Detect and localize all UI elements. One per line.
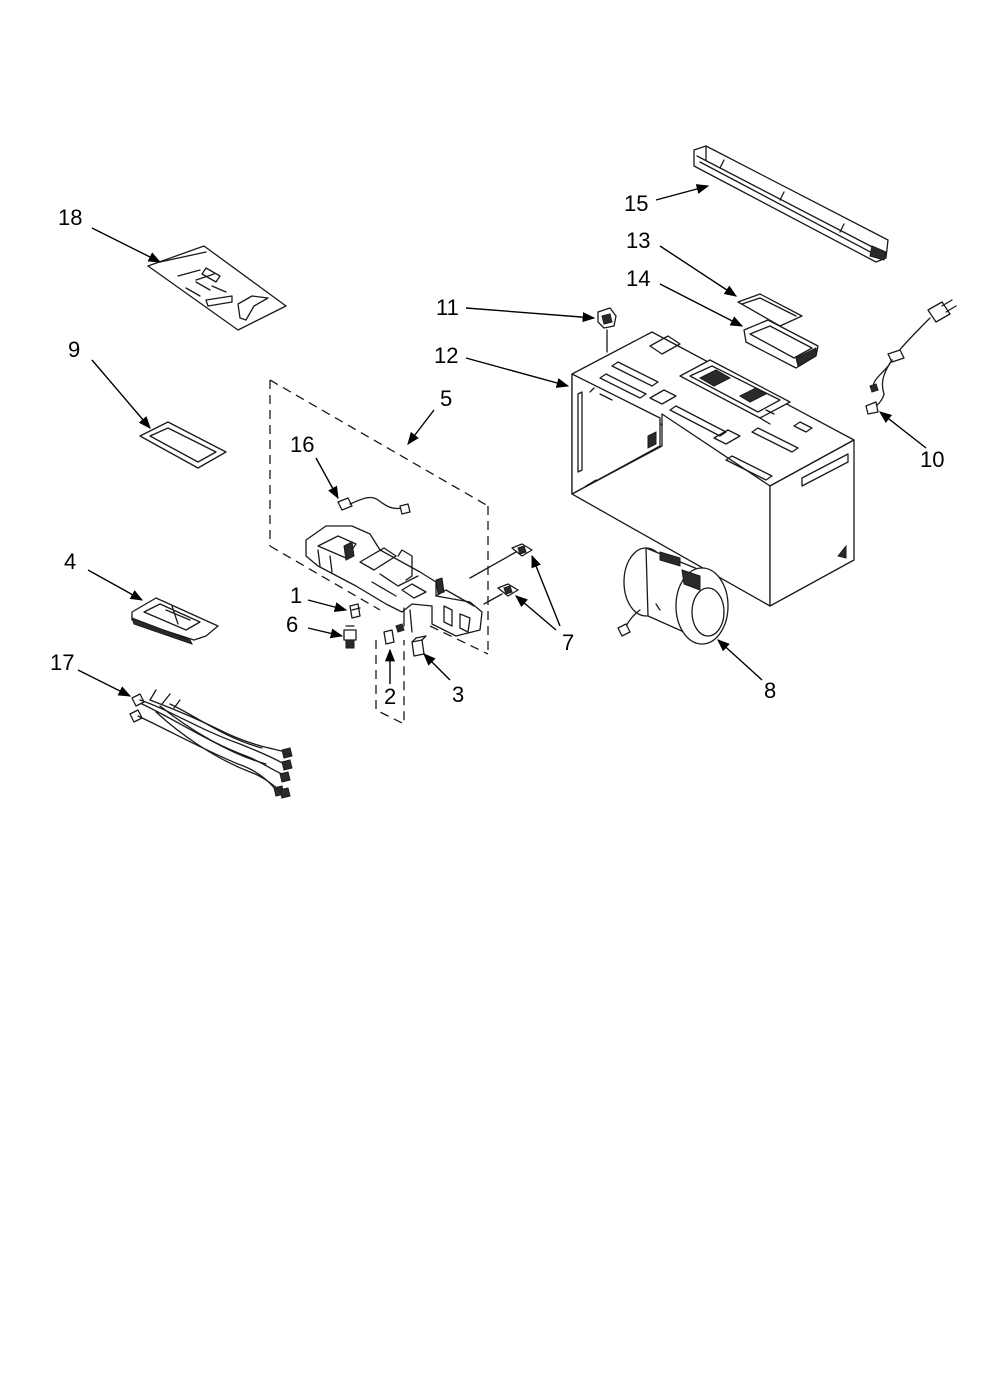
leader-17 bbox=[77, 669, 132, 697]
callout-7: 7 bbox=[562, 630, 575, 655]
callout-16: 16 bbox=[290, 432, 315, 457]
callout-10: 10 bbox=[920, 447, 945, 472]
part-15-top-rail bbox=[693, 145, 889, 263]
callout-11: 11 bbox=[436, 295, 459, 320]
part-8-blower-motor bbox=[617, 547, 729, 645]
leader-9 bbox=[91, 359, 151, 429]
leader-7a bbox=[531, 554, 561, 627]
leader-5 bbox=[407, 409, 435, 446]
leader-12 bbox=[465, 357, 570, 388]
callout-9: 9 bbox=[68, 337, 81, 362]
leader-arrows bbox=[77, 184, 927, 697]
callout-6: 6 bbox=[286, 612, 299, 637]
leader-15 bbox=[655, 184, 710, 201]
part-1-fuse bbox=[349, 603, 361, 619]
part-2-switch bbox=[383, 623, 405, 645]
leader-14 bbox=[659, 283, 744, 327]
leader-13 bbox=[659, 245, 738, 297]
leader-1 bbox=[307, 599, 348, 612]
leader-3 bbox=[423, 653, 451, 681]
callout-15: 15 bbox=[624, 191, 649, 216]
callout-13: 13 bbox=[626, 228, 651, 253]
callout-1: 1 bbox=[290, 583, 303, 608]
part-12-cabinet bbox=[571, 331, 855, 607]
part-3-relay bbox=[411, 635, 427, 657]
callout-2: 2 bbox=[384, 684, 397, 709]
part-18-hardware-bag bbox=[147, 245, 287, 331]
leader-4 bbox=[87, 569, 144, 601]
leader-11 bbox=[465, 307, 596, 323]
callout-18: 18 bbox=[58, 205, 83, 230]
leader-8 bbox=[717, 639, 763, 681]
leader-16 bbox=[315, 457, 339, 500]
part-6-thermostat bbox=[343, 625, 357, 649]
part-13-filter bbox=[737, 293, 803, 327]
part-14-grease-filter bbox=[743, 319, 819, 369]
part-17-wire-harness bbox=[129, 689, 293, 799]
part-7-brackets bbox=[469, 543, 533, 605]
leader-7b bbox=[515, 595, 557, 631]
callout-12: 12 bbox=[434, 343, 459, 368]
callout-5: 5 bbox=[440, 386, 453, 411]
part-9-gasket bbox=[139, 421, 227, 469]
leader-18 bbox=[91, 227, 162, 263]
callout-17: 17 bbox=[50, 650, 75, 675]
callout-8: 8 bbox=[764, 678, 777, 703]
part-5-control-housing bbox=[269, 379, 489, 726]
part-4-damper bbox=[131, 597, 219, 645]
part-10-power-cord bbox=[865, 299, 957, 415]
leader-6 bbox=[307, 627, 344, 639]
callout-4: 4 bbox=[64, 549, 77, 574]
callout-3: 3 bbox=[452, 682, 465, 707]
leader-10 bbox=[879, 411, 927, 449]
part-16-wire bbox=[337, 496, 411, 515]
callout-14: 14 bbox=[626, 266, 651, 291]
part-11-clip bbox=[597, 307, 617, 353]
